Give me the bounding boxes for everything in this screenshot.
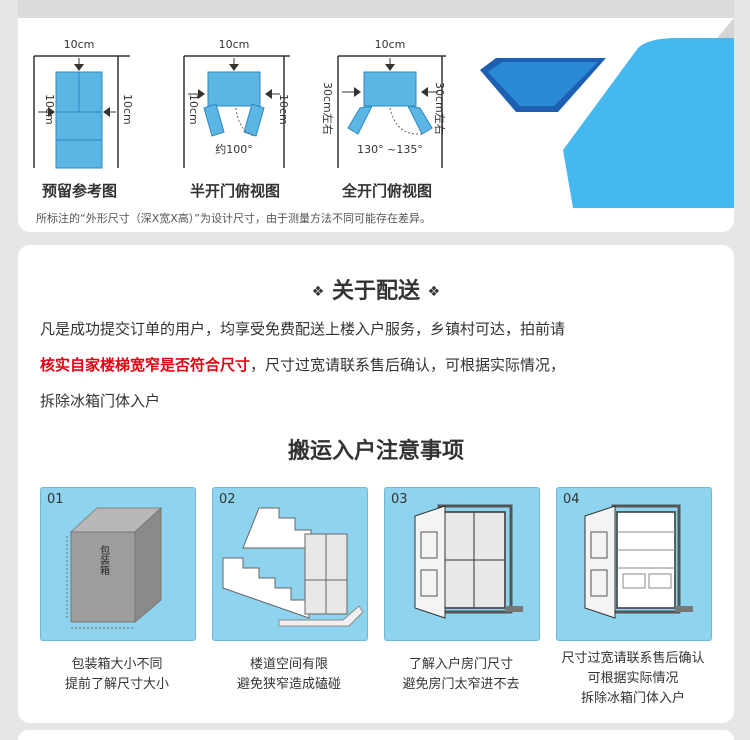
- door-fridge-illustration: [414, 504, 523, 619]
- diamond-icon: ❖: [427, 284, 441, 300]
- caption-half-open: 半开门俯视图: [190, 182, 281, 200]
- package-box-illustration: 包装箱: [66, 506, 163, 629]
- step-card-2: 02: [212, 487, 368, 641]
- dim-label-right-3: 30cm左右: [433, 82, 447, 135]
- step-card-3: 03: [384, 487, 540, 641]
- caption-full-open: 全开门俯视图: [342, 182, 433, 200]
- dim-label-right-2: 10cm: [277, 94, 290, 125]
- step-caption-4: 尺寸过宽请联系售后确认 可根据实际情况 拆除冰箱门体入户: [561, 651, 705, 706]
- caption-reserve-reference: 预留参考图: [42, 182, 118, 200]
- delivery-highlight: 核实自家楼梯宽窄是否符合尺寸: [40, 356, 251, 374]
- dim-label-top-2: 10cm: [219, 38, 250, 51]
- dim-label-top-3: 10cm: [375, 38, 406, 51]
- step-caption-1: 包装箱大小不同 提前了解尺寸大小: [64, 657, 169, 692]
- dimension-diagram-panel: 10cm 10cm 10cm 10cm 10cm 10cm 10cm 30cm左…: [18, 0, 734, 232]
- dimension-diagrams: 10cm 10cm 10cm 10cm 10cm 10cm 10cm 30cm左…: [33, 18, 734, 208]
- dim-label-left-1: 10cm: [43, 94, 56, 125]
- dim-label-left-3: 30cm左右: [321, 82, 335, 135]
- moving-title: 搬运入户注意事项: [287, 439, 464, 464]
- angle-label-half: 约100°: [215, 143, 253, 156]
- dim-label-right-1: 10cm: [121, 94, 134, 125]
- decorative-blue-graphic: [480, 18, 734, 208]
- reserve-reference-diagram: [33, 55, 130, 169]
- delivery-line-3: 拆除冰箱门体入户: [40, 392, 161, 410]
- top-band: [18, 0, 734, 18]
- step-caption-3: 了解入户房门尺寸 避免房门太窄进不去: [402, 657, 520, 692]
- step-number-3: 03: [391, 492, 408, 507]
- dim-label-top-1: 10cm: [64, 38, 95, 51]
- angle-label-full: 130° ~135°: [357, 143, 423, 156]
- staircase-fridge-illustration: [222, 507, 364, 627]
- diamond-icon: ❖: [311, 284, 325, 300]
- door-removed-fridge-illustration: [584, 504, 693, 619]
- full-open-top-view-diagram: [337, 55, 446, 168]
- next-section-edge: [18, 730, 734, 740]
- step-card-1: 包装箱 01: [40, 487, 196, 641]
- delivery-title-text: 关于配送: [331, 279, 420, 304]
- box-label: 包装箱: [98, 544, 110, 576]
- delivery-line-2: 核实自家楼梯宽窄是否符合尺寸，尺寸过宽请联系售后确认，可根据实际情况，: [40, 356, 566, 374]
- delivery-line-1: 凡是成功提交订单的用户，均享受免费配送上楼入户服务，乡镇村可达，拍前请: [40, 320, 566, 338]
- step-card-4: 04: [556, 487, 712, 641]
- step-number-2: 02: [219, 492, 236, 507]
- dim-label-left-2: 10cm: [187, 94, 200, 125]
- step-caption-2: 楼道空间有限 避免狭窄造成磕碰: [236, 657, 341, 692]
- size-note: 所标注的“外形尺寸（深X宽X高）”为设计尺寸，由于测量方法不同可能存在差异。: [36, 212, 431, 225]
- step-number-4: 04: [563, 492, 580, 507]
- delivery-title: ❖ 关于配送 ❖: [18, 273, 734, 305]
- half-open-top-view-diagram: [183, 55, 290, 168]
- delivery-paragraph: 凡是成功提交订单的用户，均享受免费配送上楼入户服务，乡镇村可达，拍前请 核实自家…: [40, 311, 720, 419]
- delivery-section: ❖ 关于配送 ❖ 凡是成功提交订单的用户，均享受免费配送上楼入户服务，乡镇村可达…: [18, 245, 734, 723]
- step-number-1: 01: [47, 492, 64, 507]
